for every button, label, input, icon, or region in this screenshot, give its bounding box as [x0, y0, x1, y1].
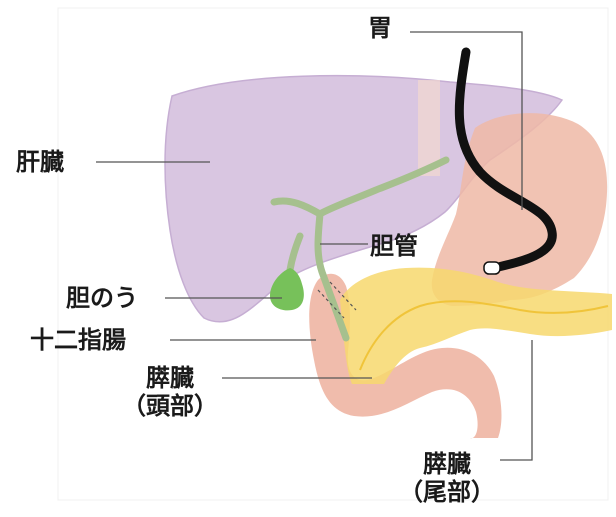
endoscope-tip — [484, 262, 500, 274]
label-pancreas-tail-line1: 膵臓 — [392, 450, 502, 478]
label-bile-duct: 胆管 — [370, 232, 418, 260]
label-gallbladder: 胆のう — [66, 284, 138, 312]
label-duodenum: 十二指腸 — [30, 326, 126, 354]
label-liver: 肝臓 — [16, 148, 64, 176]
label-stomach: 胃 — [368, 14, 392, 42]
label-pancreas-tail-line2: （尾部） — [392, 478, 502, 506]
label-pancreas-head: 膵臓 （頭部） — [120, 364, 220, 420]
label-pancreas-head-line2: （頭部） — [120, 392, 220, 420]
label-pancreas-head-line1: 膵臓 — [120, 364, 220, 392]
label-pancreas-tail: 膵臓 （尾部） — [392, 450, 502, 506]
